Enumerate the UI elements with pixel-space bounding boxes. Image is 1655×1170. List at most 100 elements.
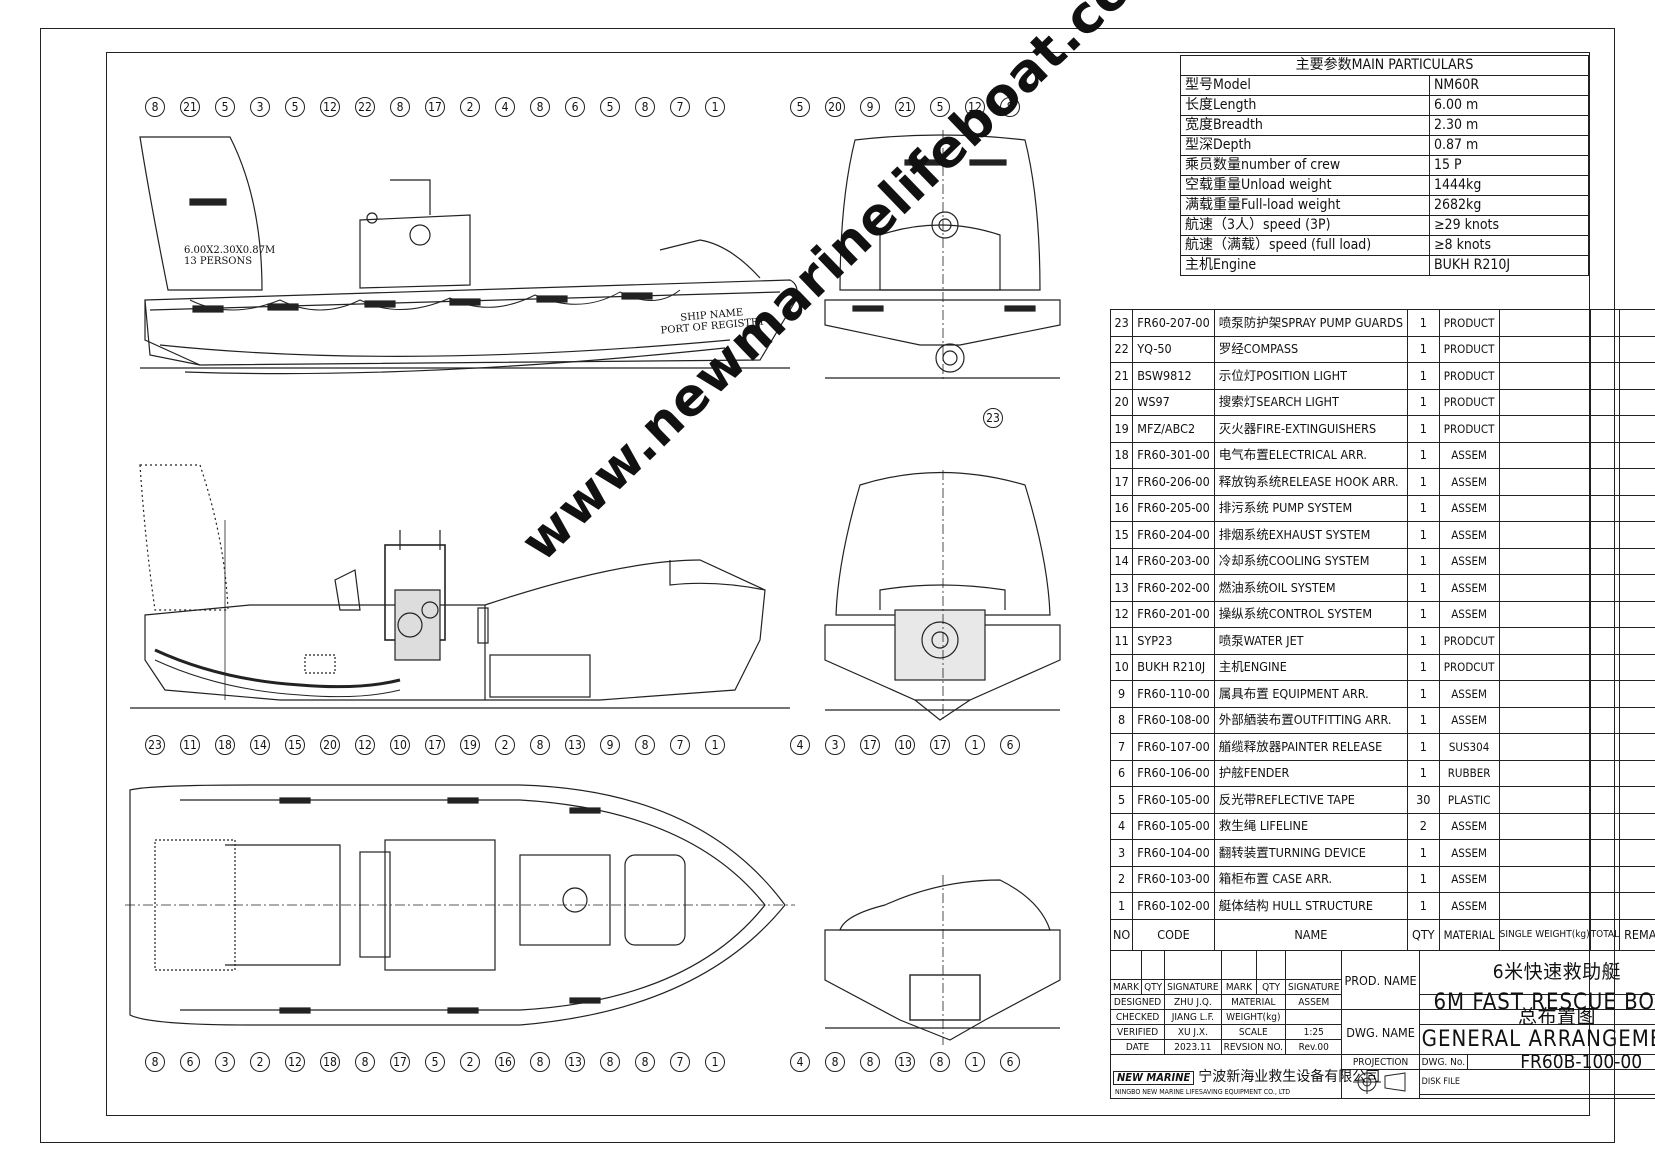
part-name: 喷泵防护架SPRAY PUMP GUARDS — [1213, 309, 1408, 337]
part-material: PRODUCT — [1438, 335, 1500, 363]
part-material: ASSEM — [1438, 600, 1500, 628]
part-remark — [1619, 574, 1655, 602]
part-single-weight — [1498, 865, 1591, 893]
part-code: FR60-204-00 — [1132, 521, 1215, 549]
part-qty: 1 — [1406, 468, 1440, 496]
part-remark — [1619, 468, 1655, 496]
part-no: 20 — [1109, 388, 1134, 416]
callout-bubble: 18 — [320, 1052, 340, 1072]
part-no: 15 — [1109, 521, 1134, 549]
prod-name-cn: 6米快速救助艇 — [1418, 950, 1655, 995]
part-single-weight — [1498, 309, 1591, 337]
header-single-weight: SINGLE WEIGHT(kg) — [1498, 918, 1591, 951]
callout-bubble: 9 — [600, 735, 620, 755]
part-qty: 30 — [1406, 786, 1440, 814]
part-no: 22 — [1109, 335, 1134, 363]
part-single-weight — [1498, 892, 1591, 920]
part-qty: 1 — [1406, 733, 1440, 761]
part-total-weight — [1589, 627, 1621, 655]
particular-value: ≥8 knots — [1429, 235, 1589, 256]
part-qty: 1 — [1406, 600, 1440, 628]
callout-bubble: 11 — [180, 735, 200, 755]
part-name: 排污系统 PUMP SYSTEM — [1213, 494, 1408, 522]
particular-value: 0.87 m — [1429, 135, 1589, 156]
part-single-weight — [1498, 547, 1591, 575]
part-total-weight — [1589, 415, 1621, 443]
front-section-view — [824, 470, 1061, 721]
part-remark — [1619, 494, 1655, 522]
callout-bubble: 2 — [460, 97, 480, 117]
callout-bubble: 12 — [320, 97, 340, 117]
part-remark — [1619, 653, 1655, 681]
part-name: 操纵系统CONTROL SYSTEM — [1213, 600, 1408, 628]
callout-bubble: 7 — [670, 97, 690, 117]
part-code: SYP23 — [1132, 627, 1215, 655]
checked-by: JIANG L.F. — [1164, 1009, 1222, 1025]
particular-value: 6.00 m — [1429, 95, 1589, 116]
callout-bubble: 8 — [530, 97, 550, 117]
part-code: YQ-50 — [1132, 335, 1215, 363]
part-total-weight — [1589, 865, 1621, 893]
part-no: 1 — [1109, 892, 1134, 920]
part-no: 18 — [1109, 441, 1134, 469]
part-code: FR60-206-00 — [1132, 468, 1215, 496]
callout-bubble: 1 — [705, 1052, 725, 1072]
callout-bubble: 14 — [250, 735, 270, 755]
part-single-weight — [1498, 494, 1591, 522]
particular-value: 15 P — [1429, 155, 1589, 176]
callout-bubble: 4 — [495, 97, 515, 117]
part-material: ASSEM — [1438, 706, 1500, 734]
part-material: RUBBER — [1438, 759, 1500, 787]
particular-label: 航速（3人）speed (3P) — [1180, 215, 1430, 236]
callout-bubble: 8 — [530, 1052, 550, 1072]
part-material: ASSEM — [1438, 494, 1500, 522]
part-single-weight — [1498, 388, 1591, 416]
projection-icon — [1352, 1070, 1406, 1094]
part-single-weight — [1498, 812, 1591, 840]
header-qty: QTY — [1406, 918, 1440, 951]
part-name: 排烟系统EXHAUST SYSTEM — [1213, 521, 1408, 549]
capacity-line-2: 13 PERSONS — [184, 256, 253, 267]
part-no: 10 — [1109, 653, 1134, 681]
part-remark — [1619, 706, 1655, 734]
particular-value: BUKH R210J — [1429, 255, 1589, 276]
part-name: 搜索灯SEARCH LIGHT — [1213, 388, 1408, 416]
part-no: 11 — [1109, 627, 1134, 655]
part-material: PRODUCT — [1438, 388, 1500, 416]
callout-bubble: 6 — [180, 1052, 200, 1072]
callout-bubble: 21 — [895, 97, 915, 117]
callout-bubble: 8 — [390, 97, 410, 117]
callout-bubble: 13 — [565, 735, 585, 755]
part-remark — [1619, 441, 1655, 469]
part-total-weight — [1589, 388, 1621, 416]
part-name: 翻转装置TURNING DEVICE — [1213, 839, 1408, 867]
part-single-weight — [1498, 759, 1591, 787]
col-mark-2: MARK — [1220, 979, 1258, 995]
part-code: FR60-110-00 — [1132, 680, 1215, 708]
callout-bubble: 5 — [215, 97, 235, 117]
part-name: 释放钩系统RELEASE HOOK ARR. — [1213, 468, 1408, 496]
designed-by: ZHU J.Q. — [1164, 994, 1222, 1010]
part-remark — [1619, 547, 1655, 575]
callout-bubble: 23 — [145, 735, 165, 755]
callout-bubble: 8 — [600, 1052, 620, 1072]
part-no: 16 — [1109, 494, 1134, 522]
designed-label: DESIGNED — [1109, 994, 1166, 1010]
callout-bubble: 10 — [390, 735, 410, 755]
part-code: FR60-207-00 — [1132, 309, 1215, 337]
particular-label: 型号Model — [1180, 75, 1430, 96]
date-label: DATE — [1109, 1039, 1166, 1055]
callout-bubble: 8 — [635, 97, 655, 117]
part-qty: 1 — [1406, 521, 1440, 549]
callout-bubble: 9 — [860, 97, 880, 117]
part-name: 喷泵WATER JET — [1213, 627, 1408, 655]
callout-bubble: 8 — [635, 735, 655, 755]
